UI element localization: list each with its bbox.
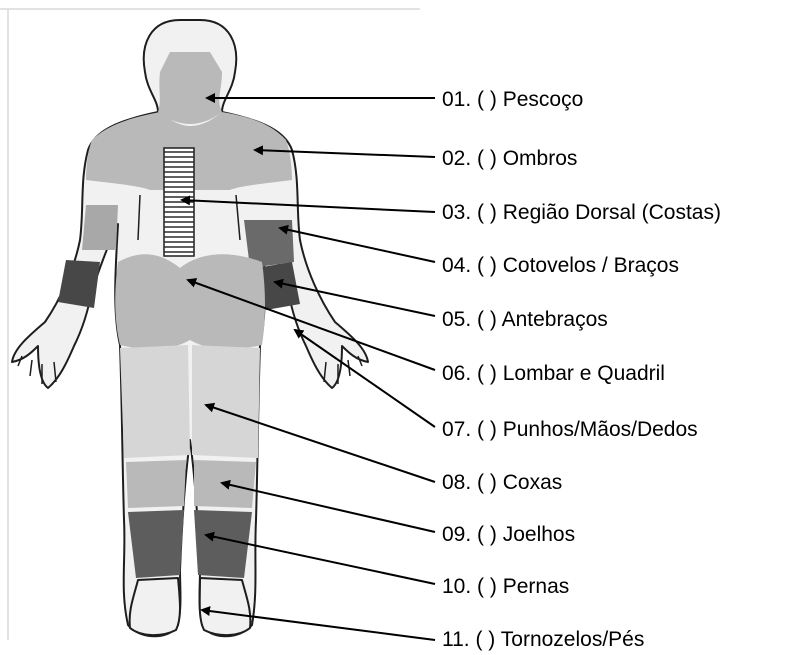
label-07: 07. ( ) Punhos/Mãos/Dedos xyxy=(442,418,698,441)
hip-region xyxy=(115,254,265,349)
label-04: 04. ( ) Cotovelos / Braços xyxy=(442,254,679,277)
label-01: 01. ( ) Pescoço xyxy=(442,88,583,111)
feet-outline xyxy=(130,578,251,635)
knees-region xyxy=(126,460,256,508)
spine-stripes xyxy=(164,152,194,252)
label-03: 03. ( ) Região Dorsal (Costas) xyxy=(442,201,721,224)
label-05: 05. ( ) Antebraços xyxy=(442,308,608,331)
left-forearm-region xyxy=(58,260,100,308)
left-upper-arm-region xyxy=(82,205,118,250)
labels: 01. ( ) Pescoço 02. ( ) Ombros 03. ( ) R… xyxy=(442,88,721,651)
label-09: 09. ( ) Joelhos xyxy=(442,523,575,546)
label-02: 02. ( ) Ombros xyxy=(442,147,577,170)
legs-region xyxy=(128,510,252,578)
label-06: 06. ( ) Lombar e Quadril xyxy=(442,362,665,385)
label-10: 10. ( ) Pernas xyxy=(442,575,569,598)
label-11: 11. ( ) Tornozelos/Pés xyxy=(442,628,644,651)
neck-region xyxy=(158,52,222,124)
human-body-back-view-icon xyxy=(12,20,368,636)
label-08: 08. ( ) Coxas xyxy=(442,471,562,494)
